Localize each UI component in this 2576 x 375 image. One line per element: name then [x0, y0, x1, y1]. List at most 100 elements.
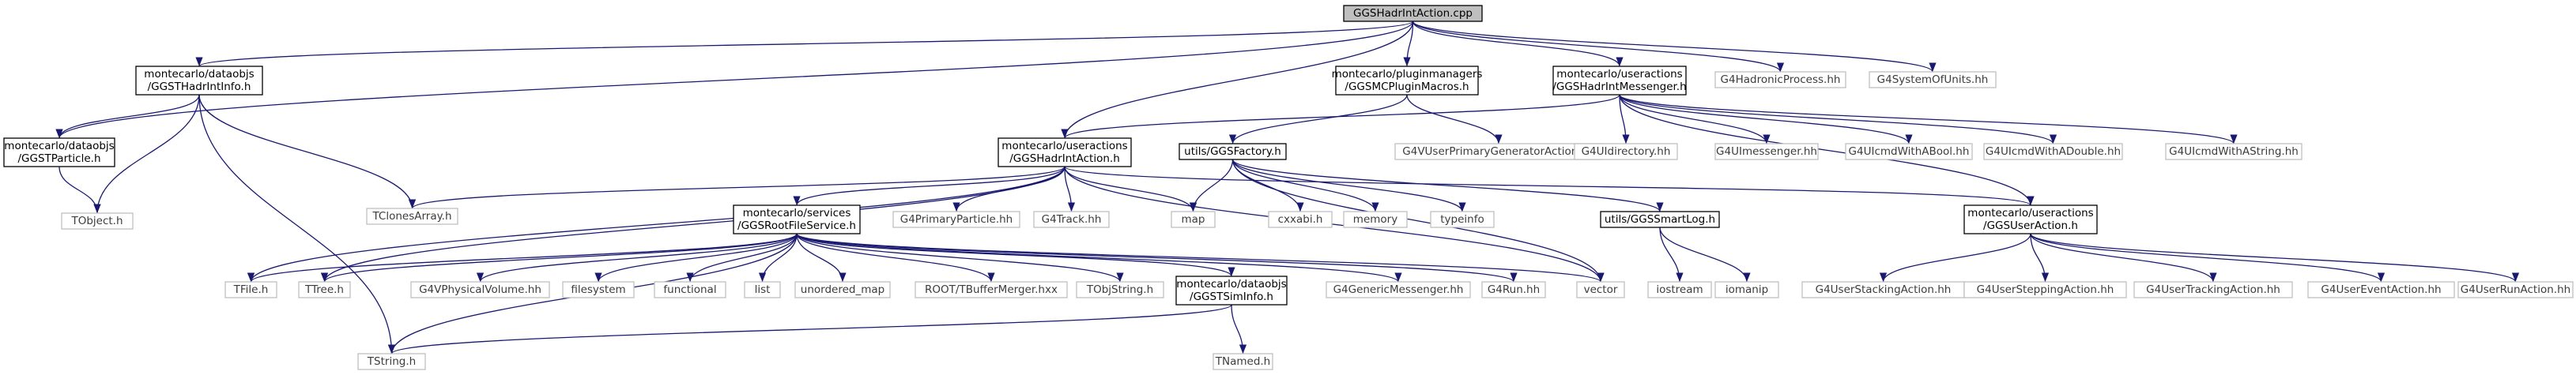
node-tbuffermerger[interactable]: ROOT/TBufferMerger.hxx — [915, 281, 1068, 298]
node-ttree[interactable]: TTree.h — [298, 281, 351, 298]
node-g4uimess[interactable]: G4UImessenger.hh — [1714, 143, 1819, 160]
node-g4genericmess[interactable]: G4GenericMessenger.hh — [1326, 281, 1471, 298]
node-hadrintaction[interactable]: montecarlo/useractions/GGSHadrIntAction.… — [998, 137, 1132, 167]
node-g4event[interactable]: G4UserEventAction.hh — [2307, 281, 2455, 298]
edge-messenger-to-g4uibool — [1619, 94, 1913, 144]
node-tobjstring[interactable]: TObjString.h — [1076, 281, 1164, 298]
edge-ggstsiminfo-to-tnamed — [1231, 304, 1247, 354]
edge-ggstsiminfo-to-tstring — [388, 304, 1232, 354]
node-messenger[interactable]: montecarlo/useractions/GGSHadrIntMesseng… — [1552, 66, 1687, 96]
node-label: list — [755, 283, 771, 296]
node-box — [1343, 5, 1483, 22]
node-rootfileservice[interactable]: montecarlo/services/GGSRootFileService.h — [733, 204, 861, 234]
node-label: G4SystemOfUnits.hh — [1877, 73, 1989, 86]
node-g4uistring[interactable]: G4UIcmdWithAString.hh — [2165, 143, 2303, 160]
node-g4track[interactable]: G4Track.hh — [1033, 211, 1110, 228]
node-g4vprimary[interactable]: G4VUserPrimaryGeneratorAction.hh — [1394, 143, 1603, 160]
node-box — [1076, 281, 1164, 298]
edge-hadrintaction-to-useraction — [1064, 166, 2035, 206]
node-label: TObjString.h — [1086, 283, 1153, 296]
edge-rootfileservice-to-g4genericmess — [796, 233, 1402, 283]
node-ggstparticle[interactable]: montecarlo/dataobjs/GGSTParticle.h — [3, 137, 115, 167]
edge-hadrintaction-to-vector — [1064, 166, 1605, 283]
node-box — [1714, 281, 1779, 298]
node-tfile[interactable]: TFile.h — [224, 281, 277, 298]
node-box — [410, 281, 550, 298]
node-tnamed[interactable]: TNamed.h — [1213, 353, 1273, 370]
node-label: /GGSTSimInfo.h — [1190, 291, 1273, 303]
node-ggsthadrintinfo[interactable]: montecarlo/dataobjs/GGSTHadrIntInfo.h — [135, 66, 263, 96]
node-g4units[interactable]: G4SystemOfUnits.hh — [1869, 71, 1997, 88]
node-g4vphys[interactable]: G4VPhysicalVolume.hh — [410, 281, 550, 298]
node-g4uidir[interactable]: G4UIdirectory.hh — [1574, 143, 1678, 160]
edge-root-to-pluginmacros — [1403, 21, 1414, 67]
node-tobject[interactable]: TObject.h — [61, 212, 134, 230]
node-box — [61, 212, 134, 230]
node-box — [562, 281, 635, 298]
node-pluginmacros[interactable]: montecarlo/pluginmanagers/GGSMCPluginMac… — [1332, 66, 1483, 96]
node-iostream[interactable]: iostream — [1647, 281, 1712, 298]
node-unordered_map[interactable]: unordered_map — [794, 281, 891, 298]
node-root[interactable]: GGSHadrIntAction.cpp — [1343, 5, 1483, 22]
node-g4uibool[interactable]: G4UIcmdWithABool.hh — [1845, 143, 1973, 160]
node-cxxabi[interactable]: cxxabi.h — [1268, 211, 1333, 228]
node-tclones[interactable]: TClonesArray.h — [366, 208, 458, 225]
node-label: TObject.h — [70, 215, 123, 227]
edge-smartlog-to-iomanip — [1659, 227, 1751, 283]
edge-root-to-ggstparticle — [55, 21, 1414, 139]
node-functional[interactable]: functional — [654, 281, 726, 298]
edge-root-to-messenger — [1412, 21, 1624, 67]
edge-ggsthadrintinfo-to-ggstparticle — [55, 94, 200, 139]
node-iomanip[interactable]: iomanip — [1714, 281, 1779, 298]
node-box — [135, 66, 263, 96]
node-box — [366, 208, 458, 225]
node-box — [298, 281, 351, 298]
node-g4runaction[interactable]: G4UserRunAction.hh — [2457, 281, 2574, 298]
node-box — [1963, 204, 2098, 234]
edge-messenger-to-g4uidouble — [1619, 94, 2057, 144]
node-g4run[interactable]: G4Run.hh — [1481, 281, 1546, 298]
node-ggsfactory[interactable]: utils/GGSFactory.h — [1179, 143, 1287, 160]
node-memory[interactable]: memory — [1343, 211, 1408, 228]
node-g4uidouble[interactable]: G4UIcmdWithADouble.hh — [1983, 143, 2123, 160]
edge-rootfileservice-to-tbuffermerger — [796, 233, 995, 283]
node-map[interactable]: map — [1171, 211, 1216, 228]
node-useraction[interactable]: montecarlo/useractions/GGSUserAction.h — [1963, 204, 2098, 234]
node-label: montecarlo/useractions — [1001, 140, 1127, 152]
edge-pluginmacros-to-g4vprimary — [1406, 94, 1503, 144]
edge-hadrintaction-to-tfile — [247, 166, 1065, 283]
edge-messenger-to-hadrintaction — [1061, 94, 1620, 139]
node-smartlog[interactable]: utils/GGSSmartLog.h — [1600, 211, 1720, 228]
node-tstring[interactable]: TString.h — [357, 353, 426, 370]
node-typeinfo[interactable]: typeinfo — [1430, 211, 1495, 228]
edge-rootfileservice-to-vector — [796, 233, 1605, 283]
node-label: montecarlo/dataobjs — [1176, 278, 1286, 291]
node-box — [1647, 281, 1712, 298]
edge-pluginmacros-to-ggsfactory — [1228, 94, 1408, 144]
node-label: iostream — [1656, 283, 1703, 296]
edge-messenger-to-g4uistring — [1619, 94, 2238, 144]
node-label: ROOT/TBufferMerger.hxx — [925, 283, 1058, 296]
node-g4stacking[interactable]: G4UserStackingAction.hh — [1801, 281, 1965, 298]
node-filesystem[interactable]: filesystem — [562, 281, 635, 298]
edge-hadrintaction-to-g4primarypart — [952, 166, 1065, 212]
edge-hadrintaction-to-tclones — [409, 166, 1065, 209]
node-list[interactable]: list — [744, 281, 781, 298]
edge-ggsthadrintinfo-to-tclones — [198, 94, 417, 209]
edge-root-to-hadrintaction — [1061, 21, 1414, 139]
node-box — [1869, 71, 1997, 88]
node-label: G4UIcmdWithADouble.hh — [1986, 145, 2121, 158]
node-label: cxxabi.h — [1278, 213, 1323, 226]
node-vector[interactable]: vector — [1576, 281, 1625, 298]
edge-ggsfactory-to-vector — [1231, 159, 1605, 283]
node-g4hadronic[interactable]: G4HadronicProcess.hh — [1714, 71, 1846, 88]
node-box — [1430, 211, 1495, 228]
node-box — [1343, 211, 1408, 228]
edge-rootfileservice-to-ggstsiminfo — [796, 233, 1235, 277]
edge-rootfileservice-to-tobjstring — [796, 233, 1124, 283]
node-ggstsiminfo[interactable]: montecarlo/dataobjs/GGSTSimInfo.h — [1175, 276, 1288, 306]
node-g4stepping[interactable]: G4UserSteppingAction.hh — [1963, 281, 2127, 298]
node-g4primarypart[interactable]: G4PrimaryParticle.hh — [892, 211, 1020, 228]
node-box — [2457, 281, 2574, 298]
node-g4tracking[interactable]: G4UserTrackingAction.hh — [2133, 281, 2293, 298]
